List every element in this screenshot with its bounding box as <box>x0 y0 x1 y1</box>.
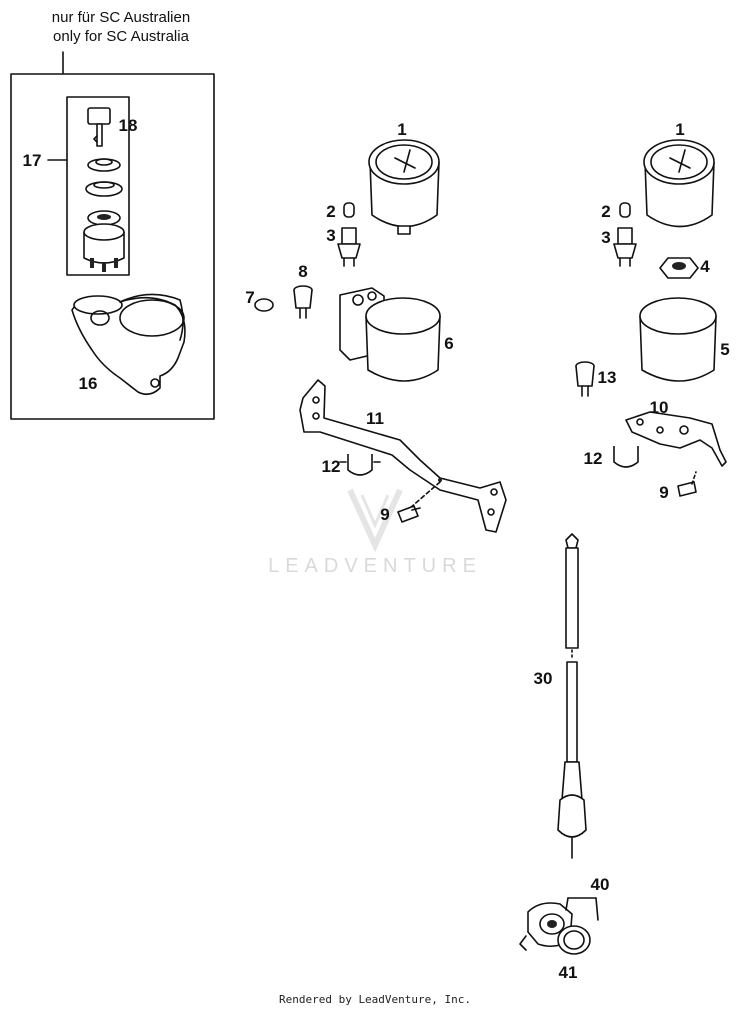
callout-9-left: 9 <box>380 505 390 524</box>
ring-part-41 <box>557 925 591 955</box>
callout-2-left: 2 <box>326 202 336 221</box>
callout-11: 11 <box>366 409 384 428</box>
callout-41: 41 <box>558 963 578 982</box>
speedo-cable-part-30 <box>557 533 587 859</box>
switch-housing-part-16 <box>71 293 186 396</box>
callout-12-left: 12 <box>321 457 341 476</box>
callout-3-right: 3 <box>601 228 611 247</box>
callout-4: 4 <box>700 257 710 276</box>
callout-6: 6 <box>444 334 454 353</box>
callout-40: 40 <box>590 875 610 894</box>
callout-13: 13 <box>597 368 617 387</box>
cap-part-7 <box>254 298 274 312</box>
callout-7: 7 <box>245 288 255 307</box>
indicator-part-13 <box>575 361 595 397</box>
gauge-cup-part-6 <box>339 287 441 382</box>
callout-1-left: 1 <box>397 120 407 139</box>
clip-part-12-left <box>339 454 381 476</box>
watermark-logo <box>347 488 403 553</box>
callout-1-right: 1 <box>675 120 685 139</box>
callout-8: 8 <box>298 262 308 281</box>
callout-30: 30 <box>533 669 553 688</box>
callout-16: 16 <box>78 374 98 393</box>
indicator-part-8 <box>293 285 313 319</box>
callout-12-right: 12 <box>583 449 603 468</box>
callout-9-right: 9 <box>659 483 669 502</box>
left-bulb-part-2 <box>343 202 355 218</box>
left-bulb-socket-part-3 <box>337 227 361 267</box>
bolt-part-9-left <box>397 505 421 523</box>
right-bulb-part-2 <box>619 202 631 218</box>
bracket-part-10 <box>625 411 727 467</box>
clip-part-12-right <box>613 446 639 468</box>
watermark-text: LEADVENTURE <box>268 555 482 577</box>
callout-17: 17 <box>22 151 42 170</box>
callout-5: 5 <box>720 340 730 359</box>
australia-frame <box>10 51 215 420</box>
australia-note-de: nur für SC Australien <box>51 9 191 26</box>
left-gauge-part-1 <box>368 139 440 235</box>
callout-2-right: 2 <box>601 202 611 221</box>
bolt-part-9-right <box>677 471 697 497</box>
rendered-by-footer: Rendered by LeadVenture, Inc. <box>278 993 472 1006</box>
callout-10: 10 <box>649 398 669 417</box>
australia-note-en: only for SC Australia <box>53 28 189 45</box>
callout-18: 18 <box>118 116 138 135</box>
callout-3-left: 3 <box>326 226 336 245</box>
right-gauge-part-1 <box>643 139 715 228</box>
key-part-18 <box>87 107 111 147</box>
right-bulb-socket-part-3 <box>613 227 637 267</box>
ignition-switch-part-17 <box>83 158 125 272</box>
nut-part-4 <box>659 257 699 279</box>
bracket-part-11 <box>299 379 507 533</box>
gauge-cup-part-5 <box>639 297 717 382</box>
